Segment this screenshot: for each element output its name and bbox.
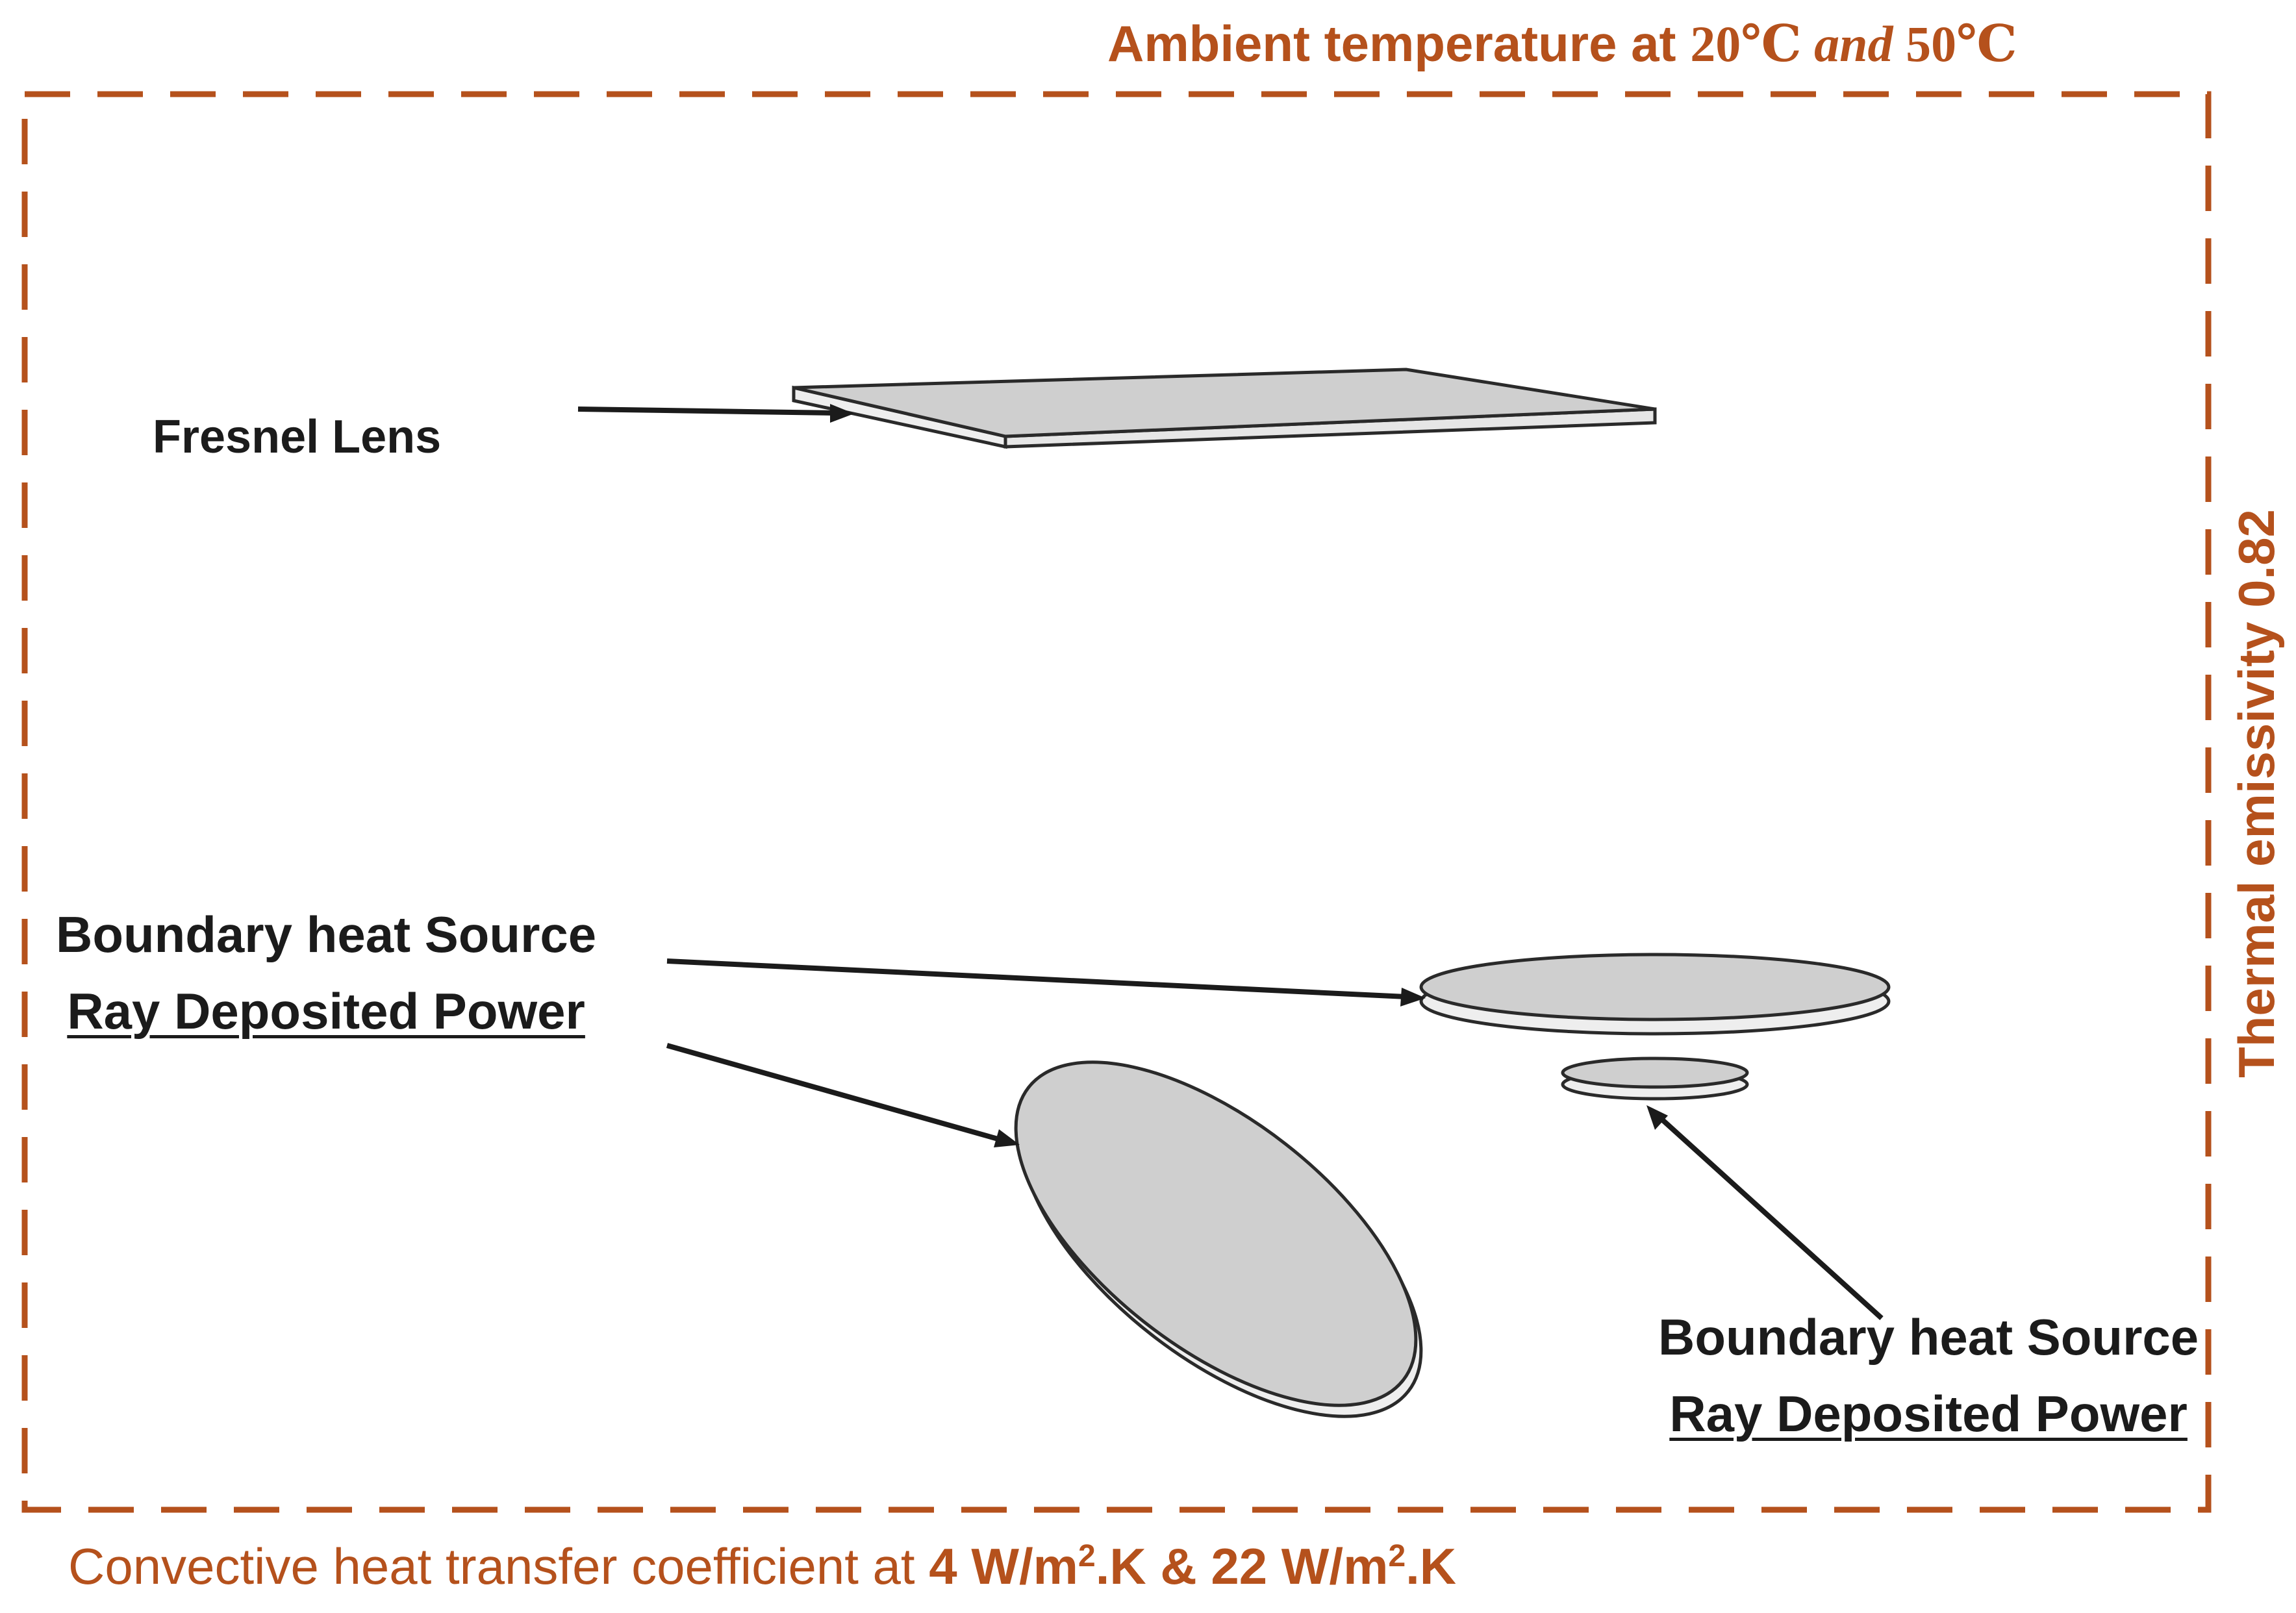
tilted-disk-arrowhead [994, 1129, 1020, 1147]
domain-boundary [21, 91, 2212, 1513]
convective-sup2: 2 [1388, 1539, 1406, 1573]
ambient-conj: and [1801, 16, 1906, 72]
fresnel-lens-label: Fresnel Lens [153, 410, 441, 464]
convective-prefix: Convective heat transfer coefficient at [68, 1538, 929, 1595]
ambient-temperature-label: Ambient temperature at 20℃ and 50℃ [1107, 14, 2017, 73]
left-heat-source-line1: Boundary heat Source [56, 906, 597, 963]
ambient-t1: 20℃ [1690, 16, 1802, 72]
convective-sup1: 2 [1078, 1539, 1096, 1573]
thermal-emissivity-label: Thermal emissivity 0.82 [2228, 501, 2285, 1086]
right-heat-source-line1: Boundary heat Source [1658, 1308, 2199, 1366]
right-heat-source-label: Boundary heat Source Ray Deposited Power [1658, 1299, 2199, 1452]
convective-u1: .K & 22 W/m [1095, 1538, 1389, 1595]
ambient-prefix: Ambient temperature at [1107, 15, 1691, 72]
right-heat-source-line2: Ray Deposited Power [1669, 1385, 2188, 1442]
tilted-disk-arrow [666, 1043, 1002, 1142]
ambient-t2: 50℃ [1906, 16, 2017, 72]
lower-cell-disk [1561, 1057, 1749, 1101]
convective-coefficient-label: Convective heat transfer coefficient at … [68, 1537, 1456, 1596]
fresnel-arrow [577, 406, 835, 416]
upper-disk-arrow [666, 958, 1407, 999]
convective-v1: 4 W/m [929, 1538, 1078, 1595]
fresnel-lens-text: Fresnel Lens [153, 411, 442, 463]
tilted-receiver-disk [1014, 1060, 1423, 1418]
emissivity-text: Thermal emissivity 0.82 [2228, 509, 2285, 1078]
upper-disk-arrowhead [1400, 988, 1426, 1007]
small-disk-arrowhead [1646, 1105, 1668, 1130]
convective-u2: .K [1406, 1538, 1457, 1595]
fresnel-lens-shape [792, 368, 1657, 449]
small-disk-arrow [1661, 1118, 1884, 1320]
left-heat-source-label: Boundary heat Source Ray Deposited Power [56, 896, 596, 1049]
left-heat-source-line2: Ray Deposited Power [67, 982, 585, 1040]
upper-absorber-disk [1419, 953, 1891, 1036]
fresnel-arrowhead [830, 404, 854, 423]
